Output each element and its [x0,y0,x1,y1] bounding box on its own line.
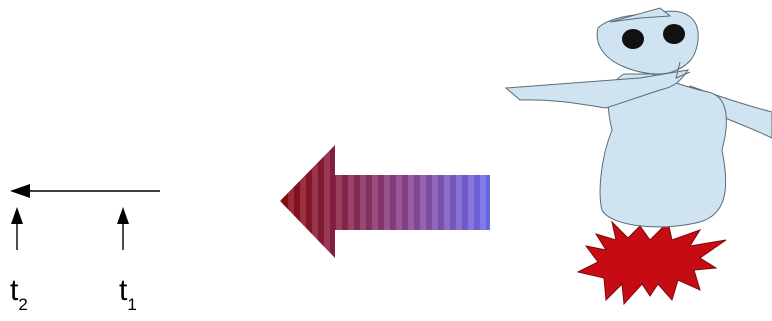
neck [675,61,691,79]
body [599,73,727,228]
motion-arrow-icon [280,145,490,258]
t1-label: t1 [119,274,137,314]
timeline: t2 t1 [10,184,160,314]
right-eye [663,24,685,44]
t2-marker [11,207,23,250]
t2-label: t2 [10,274,28,314]
head [596,10,699,75]
explosion-icon [576,220,727,306]
left-eye [622,29,644,49]
t1-marker [117,207,129,250]
cartoon-character-icon [504,7,772,228]
timeline-arrowhead [10,184,30,198]
hair-tuft [609,7,672,23]
